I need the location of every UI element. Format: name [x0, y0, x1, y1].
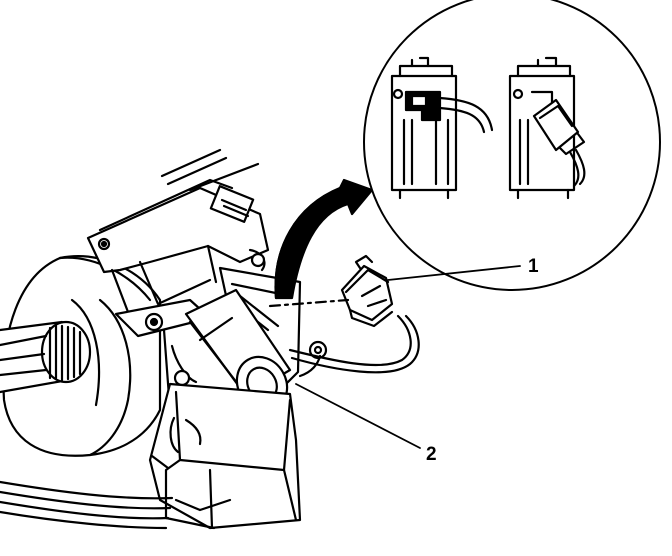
wire-harness [0, 480, 174, 530]
detail-inset [363, 0, 661, 291]
inset-right-view [508, 56, 586, 200]
leader-line-2 [295, 383, 421, 449]
callout-label-2: 2 [426, 444, 437, 465]
callout-label-1: 1 [528, 256, 539, 277]
switch-cable [288, 314, 420, 378]
lower-switch-block [148, 382, 302, 530]
inset-left-view [390, 56, 494, 200]
key-alarm-switch [340, 254, 394, 328]
leader-line-1 [387, 265, 521, 281]
splined-shaft [0, 320, 92, 394]
curved-arrow [274, 178, 374, 300]
installation-dashed-line [268, 298, 350, 308]
column-housing [86, 148, 270, 412]
